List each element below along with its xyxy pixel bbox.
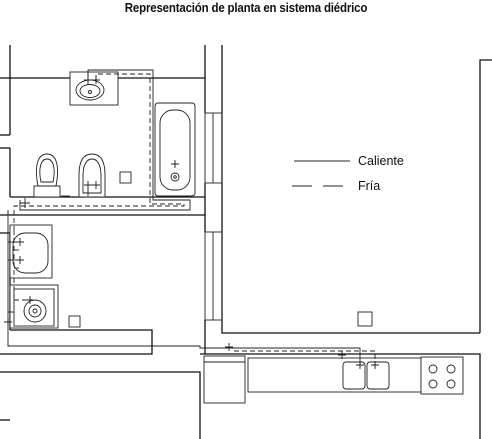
floor-drain-bathroom	[119, 171, 132, 184]
floor-drain-lower-left	[68, 315, 81, 328]
sink-lower-left	[9, 224, 53, 279]
kitchen-double-sink	[342, 361, 390, 390]
page-title: Representación de planta en sistema diéd…	[124, 1, 368, 15]
kitchen-counter	[247, 357, 422, 393]
stove	[420, 356, 464, 395]
legend-cold-label: Fría	[358, 179, 380, 193]
legend-hot-label: Caliente	[358, 154, 404, 168]
toilet	[33, 153, 61, 198]
water-heater	[9, 284, 59, 329]
floor-drain-main-room	[357, 311, 373, 327]
fridge	[203, 355, 246, 404]
bidet	[78, 153, 106, 198]
tap-markers	[4, 76, 379, 369]
legend: Caliente Fría	[292, 154, 404, 193]
walls	[0, 45, 492, 439]
bathtub	[154, 102, 196, 197]
washbasin	[69, 71, 119, 106]
